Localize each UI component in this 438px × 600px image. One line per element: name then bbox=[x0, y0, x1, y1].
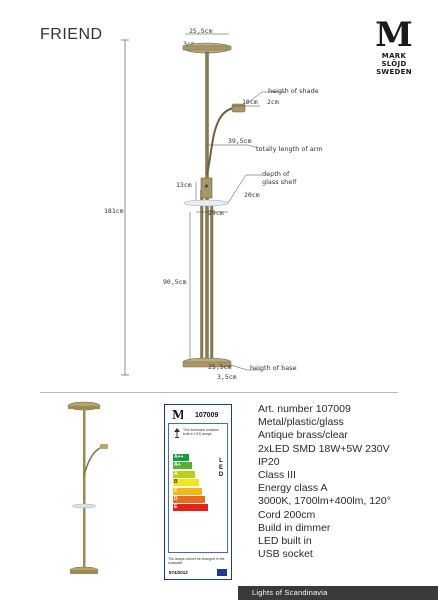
brand-icon: M bbox=[172, 408, 183, 420]
base-height-annotation: heigth of base bbox=[250, 364, 297, 372]
brand-line-2: SLÖJD bbox=[381, 60, 407, 68]
energy-class-bar: A+ bbox=[173, 462, 193, 470]
led-marker: L E D bbox=[218, 458, 224, 478]
brand-initial: M bbox=[375, 15, 413, 55]
spec-item: Energy class A bbox=[258, 482, 328, 495]
lamp-icon bbox=[174, 428, 180, 438]
shelf-annotation-2: glass shelf bbox=[262, 178, 297, 186]
brand-logo: M MARK SLÖJD SWEDEN bbox=[372, 18, 416, 76]
energy-class-bar: B bbox=[173, 479, 199, 487]
spec-list: Art. number 107009 Metal/plastic/glass A… bbox=[258, 403, 391, 561]
shelf-width-label: 20cm bbox=[244, 191, 260, 199]
brand-line-3: SWEDEN bbox=[376, 68, 412, 76]
spec-item: Antique brass/clear bbox=[258, 429, 348, 442]
spec-item: 2xLED SMD 18W+5W 230V bbox=[258, 442, 390, 455]
spec-item: Class III bbox=[258, 469, 296, 482]
product-photo bbox=[67, 401, 108, 574]
svg-text:M: M bbox=[172, 408, 183, 420]
dimmer-box bbox=[200, 177, 213, 199]
spec-item: Build in dimmer bbox=[258, 521, 331, 534]
base-diameter-label: 25,5cm bbox=[208, 363, 232, 371]
eu-flag-icon bbox=[217, 569, 227, 576]
glass-shelf bbox=[183, 199, 229, 207]
section-divider bbox=[40, 392, 398, 393]
lower-height-label: 90,5cm bbox=[163, 278, 187, 286]
shade-diameter-label: 25,5cm bbox=[189, 27, 213, 35]
reading-head-label: 10cm bbox=[242, 98, 258, 106]
energy-label-panel: This luminaire contains built-in LED lam… bbox=[168, 423, 228, 553]
reading-arm bbox=[206, 107, 235, 176]
footer-banner: Lights of Scandinavia bbox=[238, 586, 438, 600]
energy-label-bottom-note: The lamps cannot be changed in the lumin… bbox=[168, 557, 225, 566]
spec-item: Art. number 107009 bbox=[258, 403, 351, 415]
spec-item: IP20 bbox=[258, 455, 280, 468]
spec-item: LED built in bbox=[258, 535, 312, 548]
arm-length-label: 39,5cm bbox=[228, 137, 252, 145]
shelf-height-label: 13cm bbox=[176, 181, 192, 189]
shelf-depth-label: 29cm bbox=[208, 209, 224, 217]
brand-line-1: MARK bbox=[381, 52, 407, 60]
product-title: FRIEND bbox=[40, 26, 103, 43]
arm-height-label: 2cm bbox=[267, 98, 279, 106]
energy-class-bar: E bbox=[173, 504, 209, 512]
energy-class-bar: D bbox=[173, 495, 205, 503]
spec-item: Metal/plastic/glass bbox=[258, 416, 344, 429]
shelf-annotation-1: depth of bbox=[262, 170, 290, 178]
spec-item: Cord 200cm bbox=[258, 508, 316, 521]
energy-label-lamp-note: This luminaire contains built-in LED lam… bbox=[183, 428, 219, 437]
technical-drawing: 181cm 25,5cm 3cm 10cm 2cm heigth of shad… bbox=[104, 27, 323, 381]
energy-class-bar: A++ bbox=[173, 454, 189, 461]
energy-class-bar: C bbox=[173, 487, 202, 495]
base-height-label: 3,5cm bbox=[217, 373, 237, 381]
energy-class-bar: A bbox=[173, 470, 196, 478]
energy-label: M 107009 This luminaire contains built-i… bbox=[164, 404, 232, 580]
height-of-shade-annotation: heigth of shade bbox=[268, 87, 319, 95]
energy-label-article: 107009 bbox=[195, 412, 219, 419]
arm-length-annotation: totally length of arm bbox=[256, 145, 323, 153]
energy-class-scale: A++ A+ A B C D E bbox=[173, 454, 213, 513]
spec-item: 3000K, 1700lm+400lm, 120° bbox=[258, 495, 391, 508]
energy-label-regulation: 874/2012 bbox=[169, 570, 188, 575]
shade-inner-label: 3cm bbox=[183, 40, 195, 48]
spec-item: USB socket bbox=[258, 548, 313, 561]
height-total-label: 181cm bbox=[104, 207, 124, 215]
